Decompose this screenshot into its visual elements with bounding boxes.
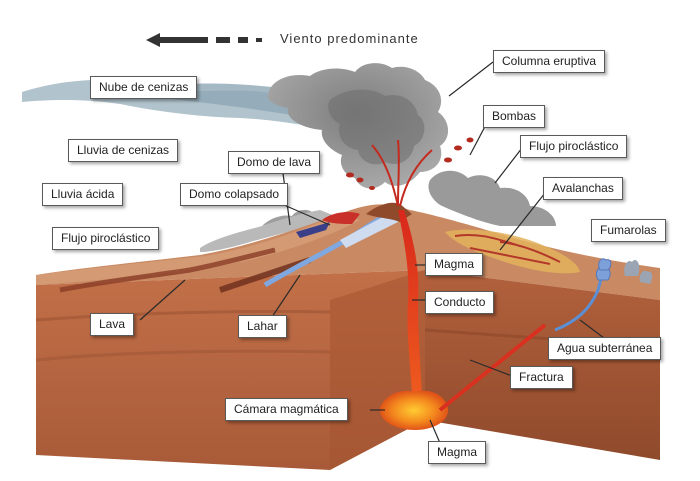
label-agua-subterranea: Agua subterránea (548, 337, 662, 360)
lava-dome (322, 212, 360, 224)
pyroclastic-flow-right (428, 170, 556, 226)
collapsed-dome (296, 222, 330, 238)
label-lluvia-de-cenizas: Lluvia de cenizas (68, 139, 179, 162)
label-avalanchas: Avalanchas (543, 177, 623, 200)
fumarole-steam (595, 258, 612, 281)
label-conducto: Conducto (425, 291, 495, 314)
label-bombas: Bombas (483, 105, 546, 128)
label-magma-lower: Magma (428, 441, 487, 464)
lava-flow (59, 247, 276, 293)
pyroclastic-flow-left (200, 210, 340, 252)
volcanic-conduit (398, 210, 422, 395)
terrain-surface (36, 204, 660, 300)
magma-chamber (379, 390, 449, 430)
label-flujo-piroclastico-left: Flujo piroclástico (52, 227, 160, 250)
fracture (438, 323, 547, 412)
wind-direction-arrow-icon (146, 33, 262, 47)
ejecta-lines (371, 139, 433, 207)
label-domo-de-lava: Domo de lava (228, 151, 321, 174)
label-flujo-piroclastico-right: Flujo piroclástico (520, 135, 628, 158)
wind-label: Viento predominante (280, 31, 419, 46)
fumarole-vents (624, 259, 653, 284)
volcanic-bombs (346, 137, 474, 190)
groundwater (554, 267, 606, 332)
label-domo-colapsado: Domo colapsado (180, 183, 289, 206)
label-fumarolas: Fumarolas (591, 219, 666, 242)
label-lahar: Lahar (238, 315, 287, 338)
label-nube-de-cenizas: Nube de cenizas (90, 76, 198, 99)
block-side-face (425, 270, 660, 460)
label-lava: Lava (90, 313, 135, 336)
label-camara-magmatica: Cámara magmática (225, 398, 348, 421)
label-fractura: Fractura (510, 366, 573, 389)
label-lluvia-acida: Lluvia ácida (42, 183, 124, 206)
label-columna-eruptiva: Columna eruptiva (493, 50, 606, 73)
label-magma-upper: Magma (425, 253, 484, 276)
